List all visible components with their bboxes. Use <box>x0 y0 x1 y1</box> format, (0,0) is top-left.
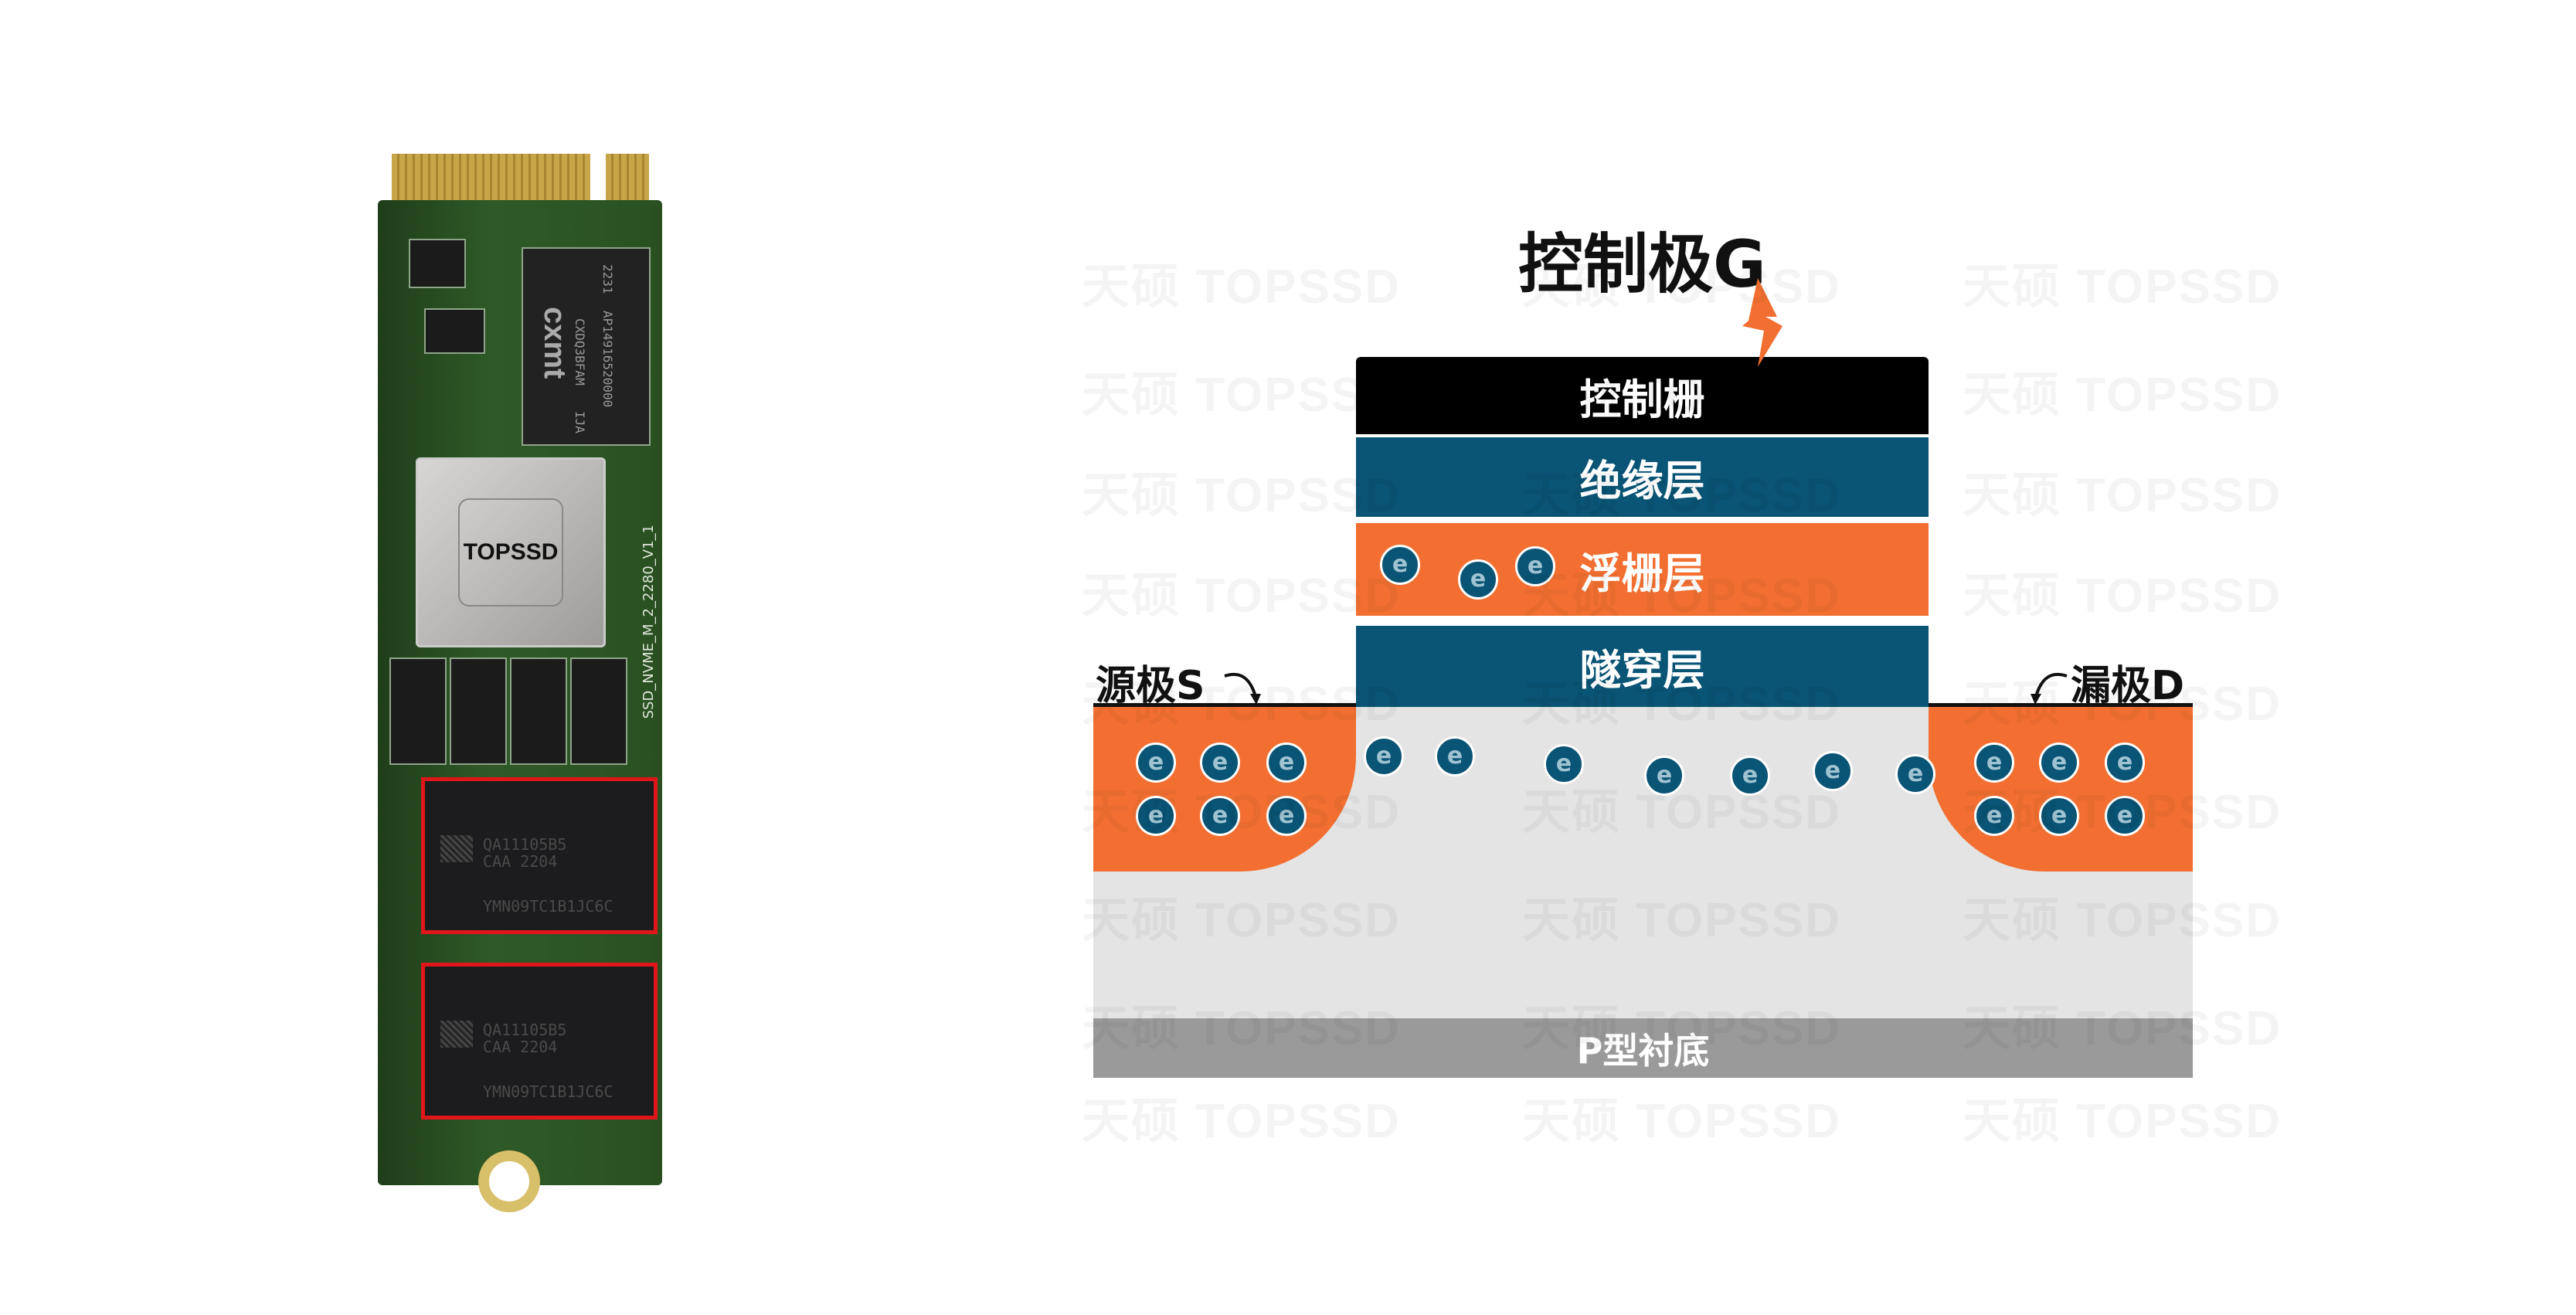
capacitor <box>389 658 447 765</box>
capacitor <box>450 658 507 765</box>
p-substrate: P型衬底 <box>1093 1018 2193 1078</box>
capacitor <box>570 658 627 765</box>
drain-region <box>1929 707 2193 872</box>
watermark: 天硕 TOPSSD <box>1082 247 1401 317</box>
electron-icon: e <box>1136 742 1176 783</box>
qr-code <box>440 1021 473 1048</box>
electron-icon: e <box>1544 744 1584 784</box>
gold-fingers <box>392 154 590 202</box>
watermark: 天硕 TOPSSD <box>1082 556 1401 626</box>
dram-text: 2231 <box>600 264 615 294</box>
watermark: 天硕 TOPSSD <box>1522 664 1841 734</box>
dram-text: CXDQ3BFAM <box>573 318 587 386</box>
watermark: 天硕 TOPSSD <box>1082 881 1401 950</box>
watermark: 天硕 TOPSSD <box>1082 664 1401 734</box>
electron-icon: e <box>1515 546 1555 586</box>
gate-title: 控制极G <box>1518 226 1766 302</box>
electron-icon: e <box>1266 796 1307 836</box>
nand-text: CAA 2204 <box>483 1038 558 1056</box>
mounting-hole <box>478 1150 540 1212</box>
nand-chip-highlighted: QA11105B5 CAA 2204 YMN09TC1B1JC6C <box>421 963 658 1120</box>
electron-icon: e <box>1974 742 2014 783</box>
capacitor <box>510 658 567 765</box>
pmic-chip <box>409 239 466 288</box>
watermark: 天硕 TOPSSD <box>1522 1082 1841 1151</box>
watermark: 天硕 TOPSSD <box>1963 989 2282 1058</box>
lightning-bolt-icon <box>1742 278 1782 367</box>
electron-icon: e <box>1895 754 1935 794</box>
electron-icon: e <box>1136 796 1176 836</box>
qr-code <box>440 835 473 862</box>
watermark: 天硕 TOPSSD <box>1082 989 1401 1058</box>
electron-icon: e <box>1813 751 1853 791</box>
nand-text: YMN09TC1B1JC6C <box>483 1082 613 1101</box>
watermark: 天硕 TOPSSD <box>1082 355 1401 425</box>
gold-fingers-key <box>606 154 649 202</box>
dram-brand: cxmt <box>538 307 572 379</box>
watermark: 天硕 TOPSSD <box>1522 456 1841 525</box>
board-silkscreen: SSD_NVME_M_2_2280_V1_1 <box>641 525 657 719</box>
electron-icon: e <box>1644 756 1684 796</box>
controller-label: TOPSSD <box>458 498 563 607</box>
source-label: 源极S <box>1096 663 1205 709</box>
controller-chip: TOPSSD <box>416 457 606 647</box>
watermark: 天硕 TOPSSD <box>1963 556 2282 626</box>
electron-icon: e <box>2039 796 2079 836</box>
electron-icon: e <box>1380 545 1420 585</box>
electron-icon: e <box>2105 796 2145 836</box>
curved-arrow-icon <box>1224 672 1261 705</box>
dram-text: AP14916520000 <box>600 311 615 408</box>
source-region <box>1093 707 1356 872</box>
component-chip <box>424 308 485 354</box>
curved-arrow-icon <box>2031 672 2068 705</box>
electron-icon: e <box>1266 742 1307 783</box>
nand-text: QA11105B5 <box>483 1021 567 1039</box>
watermark: 天硕 TOPSSD <box>1963 664 2282 734</box>
watermark: 天硕 TOPSSD <box>1522 773 1841 842</box>
watermark: 天硕 TOPSSD <box>1963 1082 2282 1151</box>
watermark: 天硕 TOPSSD <box>1082 456 1401 525</box>
electron-icon: e <box>1435 736 1475 776</box>
electron-icon: e <box>1458 559 1498 600</box>
insulator-layer: 绝缘层 <box>1356 437 1929 517</box>
watermark: 天硕 TOPSSD <box>1963 247 2282 317</box>
floating-gate-layer: 浮栅层 <box>1356 523 1929 616</box>
electron-icon: e <box>2105 742 2145 783</box>
dram-text: IJA <box>573 411 587 433</box>
watermark: 天硕 TOPSSD <box>1963 456 2282 525</box>
watermark: 天硕 TOPSSD <box>1522 989 1841 1058</box>
drain-label: 漏极D <box>2071 663 2185 709</box>
watermark: 天硕 TOPSSD <box>1963 355 2282 425</box>
electron-icon: e <box>1974 796 2014 836</box>
electron-icon: e <box>2039 742 2079 783</box>
watermark: 天硕 TOPSSD <box>1082 1082 1401 1151</box>
nand-text: CAA 2204 <box>483 852 558 871</box>
dram-chip: cxmt CXDQ3BFAM IJA 2231 AP14916520000 <box>522 247 651 446</box>
nand-text: QA11105B5 <box>483 835 567 854</box>
control-gate-layer: 控制栅 <box>1356 357 1929 434</box>
watermark: 天硕 TOPSSD <box>1963 881 2282 950</box>
electron-icon: e <box>1730 756 1770 796</box>
electron-icon: e <box>1200 742 1240 783</box>
ssd-photo: cxmt CXDQ3BFAM IJA 2231 AP14916520000 TO… <box>378 154 662 1212</box>
watermark: 天硕 TOPSSD <box>1522 355 1841 425</box>
electron-icon: e <box>1200 796 1240 836</box>
nand-chip-highlighted: QA11105B5 CAA 2204 YMN09TC1B1JC6C <box>421 777 658 934</box>
watermark: 天硕 TOPSSD <box>1522 247 1841 317</box>
watermark: 天硕 TOPSSD <box>1963 773 2282 842</box>
nand-text: YMN09TC1B1JC6C <box>483 897 613 916</box>
watermark: 天硕 TOPSSD <box>1522 556 1841 626</box>
electron-icon: e <box>1364 736 1404 776</box>
watermark: 天硕 TOPSSD <box>1082 773 1401 842</box>
tunnel-layer: 隧穿层 <box>1356 626 1929 707</box>
watermark: 天硕 TOPSSD <box>1522 881 1841 950</box>
